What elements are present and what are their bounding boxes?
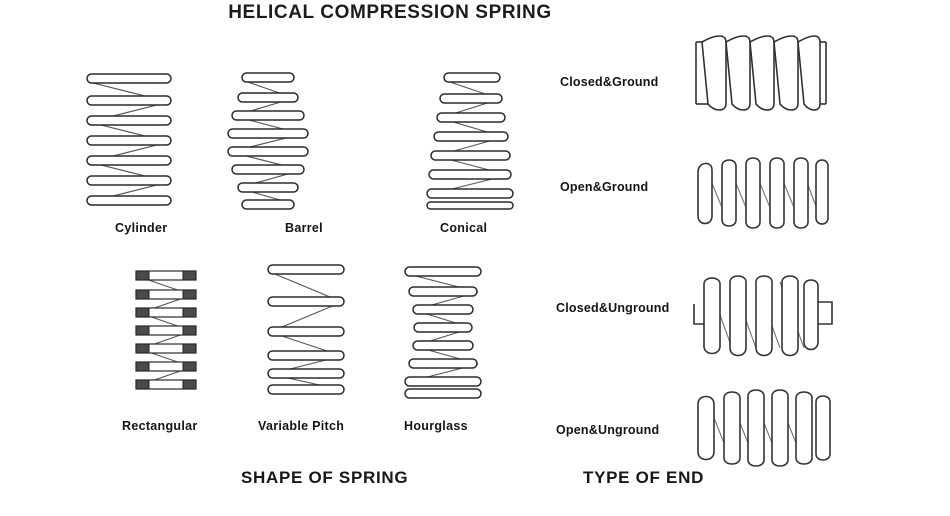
shape-label-conical: Conical [440, 221, 488, 235]
end-label-closed-unground: Closed&Unground [556, 301, 670, 315]
shape-label-barrel: Barrel [285, 221, 323, 235]
hourglass-spring-icon [400, 258, 486, 403]
closed-unground-spring-icon [686, 272, 841, 362]
shape-label-cylinder: Cylinder [115, 221, 168, 235]
cylinder-spring-icon [83, 66, 175, 216]
open-unground-spring-icon [686, 386, 836, 471]
section-heading-shape-of-spring: SHAPE OF SPRING [241, 468, 409, 487]
section-heading-type-of-end: TYPE OF END [583, 468, 705, 487]
end-label-closed-ground: Closed&Ground [560, 75, 659, 89]
rectangular-wire-spring-icon [130, 263, 202, 405]
barrel-spring-icon [220, 62, 316, 217]
end-label-open-ground: Open&Ground [560, 180, 649, 194]
end-label-open-unground: Open&Unground [556, 423, 660, 437]
variable-pitch-spring-icon [262, 256, 352, 406]
shape-label-rectangular: Rectangular [122, 419, 198, 433]
shape-label-hourglass: Hourglass [404, 419, 468, 433]
conical-spring-icon [424, 62, 516, 217]
open-ground-spring-icon [686, 152, 836, 234]
page-title: HELICAL COMPRESSION SPRING [228, 2, 552, 23]
shape-label-variable-pitch: Variable Pitch [258, 419, 345, 433]
closed-ground-spring-icon [686, 32, 836, 117]
